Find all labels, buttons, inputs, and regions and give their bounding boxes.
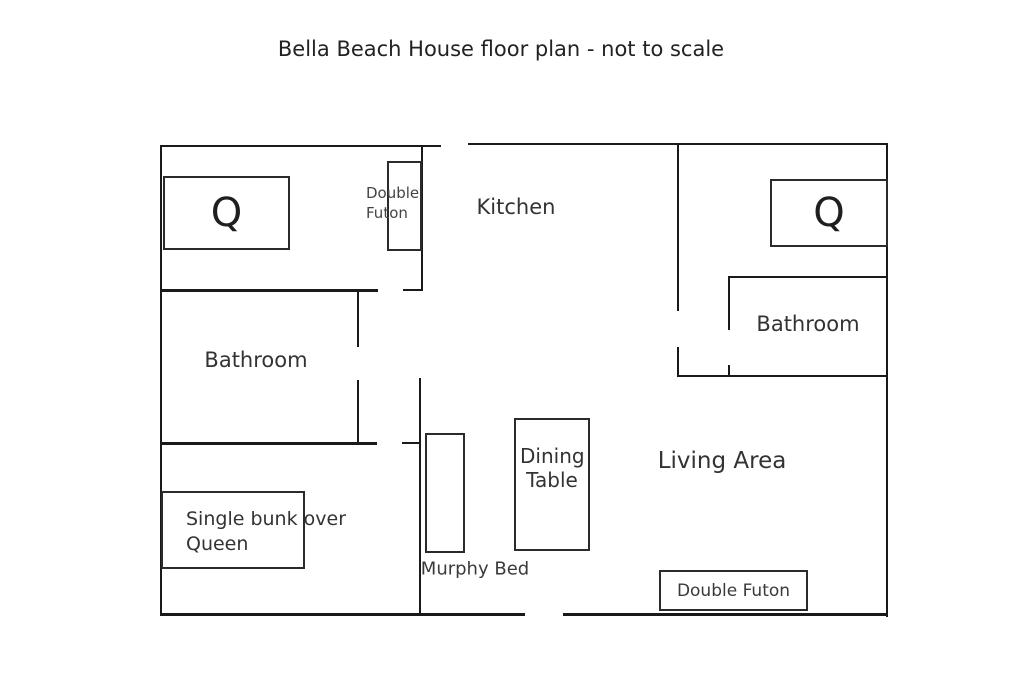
double-futon-top [387,161,422,251]
bunk-bed [161,491,305,569]
room-label-living-area: Living Area [657,448,787,474]
bunk-bed-label: Single bunk over Queen [186,508,347,555]
room-label-kitchen: Kitchen [476,195,556,219]
double-futon-bottom: Double Futon [659,570,808,611]
dining-table: Dining Table [514,418,590,551]
wall-bedroom2-side-lower [677,347,679,377]
double-futon-bottom-label: Double Futon [676,580,791,601]
wall-bedroom1-bottom [160,289,378,292]
room-label-bathroom-left: Bathroom [204,348,308,372]
wall-bedroom1-bottom-jamb [403,289,423,291]
queen-bed-right-label: Q [813,190,845,236]
wall-bottom-left [160,613,525,616]
wall-top-left [160,145,441,147]
murphy-bed [425,433,465,553]
dining-table-label: Dining Table [520,444,585,492]
wall-bathroom-right-side-upper [728,276,730,330]
wall-bedroom2-side-upper [677,143,679,311]
wall-bathroom-left-side-upper [357,291,359,347]
wall-left [160,145,162,616]
murphy-bed-label: Murphy Bed [420,558,530,580]
queen-bed-right: Q [770,179,888,247]
wall-bathroom-left-bottom-jamb [402,442,421,444]
wall-bathroom-right-bottom [677,375,888,377]
wall-bathroom-left-side-lower [357,380,359,444]
wall-center-lower [419,378,421,616]
wall-bathroom-left-bottom [160,442,377,445]
page-title: Bella Beach House floor plan - not to sc… [277,37,725,61]
wall-bathroom-right-top [728,276,888,278]
double-futon-top-label: Double Futon [366,184,420,223]
wall-center-upper [421,145,423,291]
queen-bed-left-label: Q [210,190,243,236]
wall-bottom-right [563,613,888,616]
wall-bathroom-right-side-tick [728,365,730,377]
queen-bed-left: Q [163,176,290,250]
room-label-bathroom-right: Bathroom [756,312,860,336]
wall-right [886,143,888,617]
